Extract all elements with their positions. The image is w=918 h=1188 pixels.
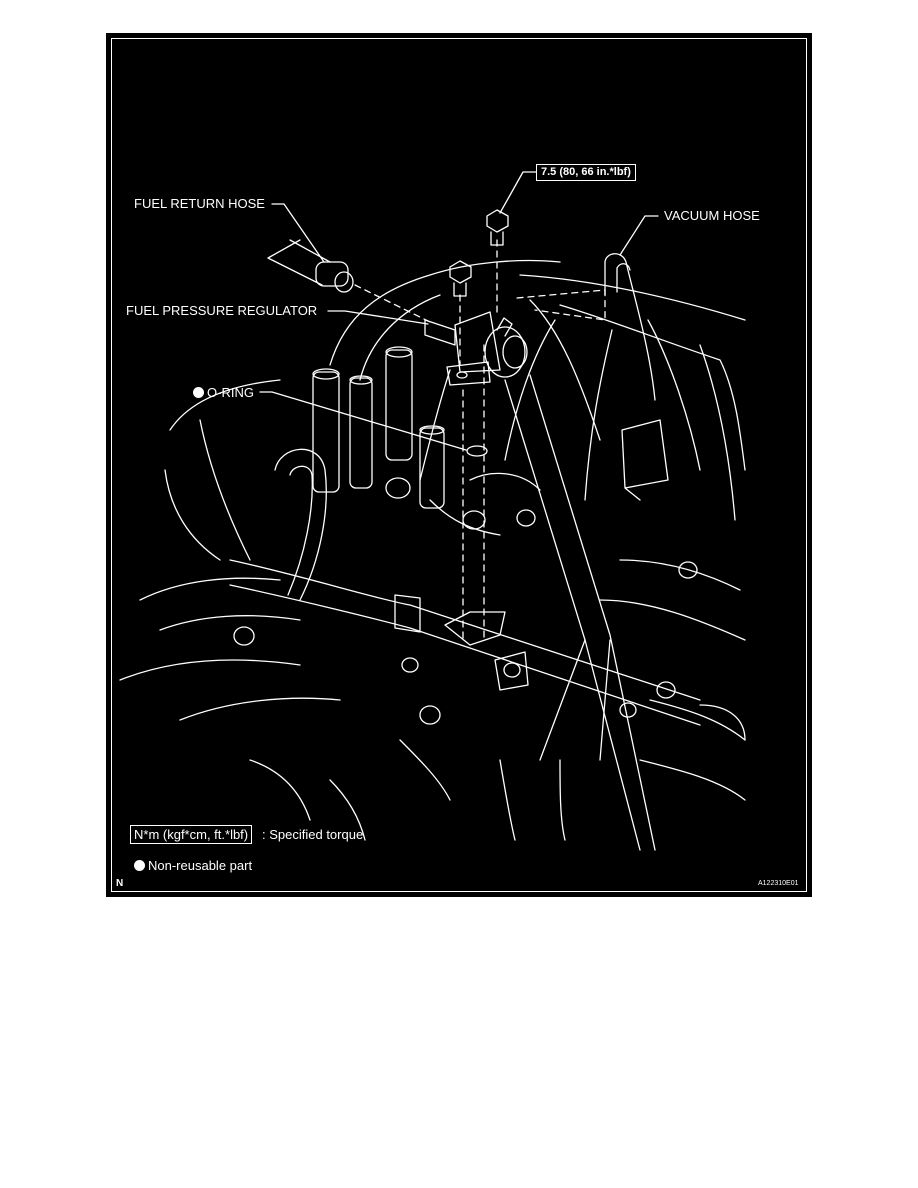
- fuel-pressure-regulator-label: FUEL PRESSURE REGULATOR: [126, 303, 318, 318]
- fuel-return-hose-drawing: [267, 239, 354, 293]
- o-ring-text: O-RING: [207, 385, 254, 400]
- non-reusable-dot-icon: [193, 387, 204, 398]
- vacuum-hose-drawing: [604, 253, 656, 401]
- diagonal-tube-2: [539, 639, 611, 761]
- torque-value-box: 7.5 (80, 66 in.*lbf): [536, 164, 636, 181]
- figure-code: A122310E01: [758, 880, 799, 887]
- engine-block-lines: [119, 259, 746, 841]
- engine-nuts: [233, 477, 698, 725]
- legend-torque-unit: N*m (kgf*cm, ft.*lbf): [130, 825, 253, 844]
- non-reusable-legend-dot-icon: [134, 860, 145, 871]
- leader-lines: [259, 171, 659, 451]
- orientation-mark: N: [116, 878, 124, 889]
- diagram-frame: [106, 33, 812, 897]
- o-ring-label: O-RING: [193, 385, 254, 400]
- diagonal-tube: [504, 374, 656, 851]
- bracket-right: [621, 419, 669, 501]
- diagram-inner-border: [111, 38, 807, 892]
- bolt-lower: [449, 260, 472, 297]
- fuel-return-hose-label: FUEL RETURN HOSE: [134, 196, 265, 211]
- legend-torque-desc: : Specified torque: [262, 827, 364, 842]
- o-ring-drawing: [466, 445, 488, 457]
- non-reusable-text: Non-reusable part: [148, 858, 253, 873]
- fuel-delivery-pipe: [229, 559, 746, 741]
- intake-runners: [312, 346, 445, 509]
- legend-non-reusable: Non-reusable part: [134, 858, 252, 873]
- vacuum-hose-label: VACUUM HOSE: [664, 208, 760, 223]
- assembly-dashed-lines: [354, 239, 606, 641]
- fuel-pressure-regulator-drawing: [424, 311, 528, 386]
- bolt-upper: [486, 209, 509, 246]
- left-curved-hose: [274, 448, 327, 601]
